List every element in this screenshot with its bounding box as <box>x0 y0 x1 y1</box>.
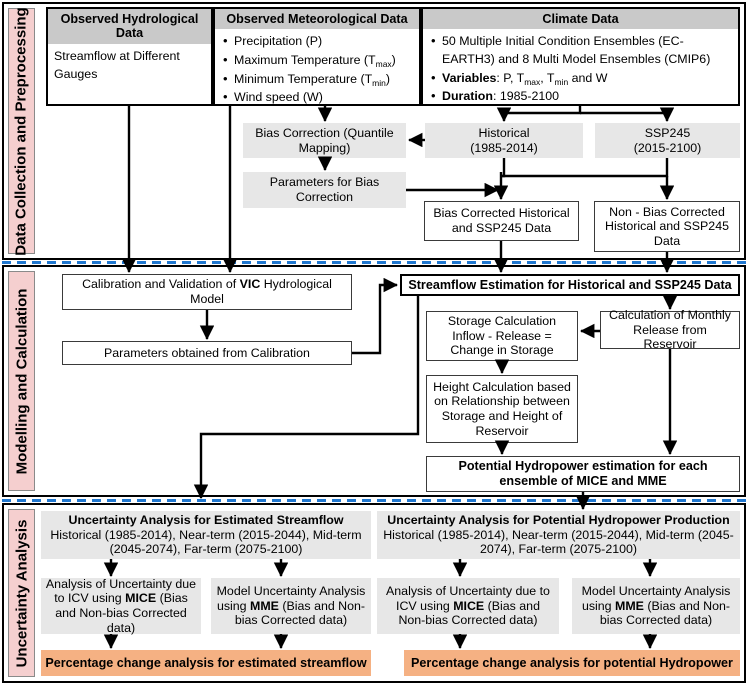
card-body-meteorological: Precipitation (P) Maximum Temperature (T… <box>215 29 419 111</box>
mme-hydropower-post: (Bias and Non-bias Corrected data) <box>599 598 731 628</box>
node-uncertainty-streamflow-header: Uncertainty Analysis for Estimated Strea… <box>41 511 371 559</box>
icv-mice-hydropower-pre: Analysis of Uncertainty due to ICV using <box>386 584 550 613</box>
uncertainty-hydropower-sub: Historical (1985-2014), Near-term (2015-… <box>383 527 734 557</box>
node-parameters-from-calibration: Parameters obtained from Calibration <box>62 341 352 365</box>
mme-streamflow-pre: Model Uncertainty Analysis using <box>216 584 366 613</box>
node-streamflow-estimation: Streamflow Estimation for Historical and… <box>400 274 740 296</box>
band-label-data-collection: Data Collection and Preprocessing <box>13 6 30 256</box>
mme-hydropower-bold: MME <box>615 598 644 613</box>
meteo-item-precipitation: Precipitation (P) <box>223 32 413 51</box>
calibration-text-pre: Calibration and Validation of <box>82 277 240 292</box>
node-non-bias-corrected-data: Non - Bias Corrected Historical and SSP2… <box>594 201 740 252</box>
card-climate-data: Climate Data 50 Multiple Initial Conditi… <box>421 7 740 106</box>
meteo-item-tmax: Maximum Temperature (Tmax) <box>223 51 413 70</box>
node-bias-corrected-data: Bias Corrected Historical and SSP245 Dat… <box>424 201 579 241</box>
band-data-collection: Data Collection and Preprocessing <box>8 6 35 256</box>
node-height-calculation: Height Calculation based on Relationship… <box>426 375 578 443</box>
band-modelling: Modelling and Calculation <box>8 271 35 491</box>
icv-mice-streamflow-pre: Analysis of Uncertainty due to ICV using <box>45 576 197 606</box>
historical-line2: (1985-2014) <box>470 140 538 155</box>
card-body-hydrological: Streamflow at Different Gauges <box>54 48 180 81</box>
card-body-climate: 50 Multiple Initial Condition Ensembles … <box>423 29 738 110</box>
band-label-modelling: Modelling and Calculation <box>13 288 30 474</box>
band-label-uncertainty: Uncertainty Analysis <box>13 519 30 667</box>
mme-streamflow-post: (Bias and Non-bias Corrected data) <box>234 598 366 628</box>
node-storage-calculation: Storage Calculation Inflow - Release = C… <box>426 311 578 361</box>
icv-mice-hydropower-bold: MICE <box>453 598 485 613</box>
mme-streamflow-bold: MME <box>250 598 279 613</box>
card-observed-meteorological-data: Observed Meteorological Data Precipitati… <box>213 7 421 106</box>
section-frame-uncertainty <box>2 503 746 683</box>
uncertainty-hydropower-title: Uncertainty Analysis for Potential Hydro… <box>387 513 730 528</box>
node-potential-hydropower-estimation: Potential Hydropower estimation for each… <box>426 456 740 492</box>
node-bias-correction: Bias Correction (Quantile Mapping) <box>243 123 406 158</box>
card-title-hydrological: Observed Hydrological Data <box>48 9 211 44</box>
ssp245-line2: (2015-2100) <box>633 140 702 155</box>
climate-item-duration: Duration: 1985-2100 <box>431 87 732 106</box>
node-ssp245: SSP245 (2015-2100) <box>595 123 740 158</box>
climate-item-variables: Variables: P, Tmax, Tmin and W <box>431 69 732 88</box>
card-title-climate: Climate Data <box>423 9 738 30</box>
band-uncertainty: Uncertainty Analysis <box>8 509 35 677</box>
card-observed-hydrological-data: Observed Hydrological Data Streamflow at… <box>46 7 213 106</box>
meteo-item-tmin: Minimum Temperature (Tmin) <box>223 70 413 89</box>
node-calibration-validation-vic: Calibration and Validation of VIC Hydrol… <box>62 274 352 310</box>
calibration-text-vic: VIC <box>239 277 261 292</box>
node-parameters-for-bias-correction: Parameters for Bias Correction <box>243 172 406 208</box>
node-result-streamflow: Percentage change analysis for estimated… <box>41 650 371 676</box>
icv-mice-hydropower-post: (Bias and Non-bias Corrected data) <box>398 598 540 628</box>
ssp245-line1: SSP245 <box>644 125 691 140</box>
node-mme-streamflow: Model Uncertainty Analysis using MME (Bi… <box>211 578 371 634</box>
node-icv-mice-streamflow: Analysis of Uncertainty due to ICV using… <box>41 576 201 635</box>
meteo-item-wind: Wind speed (W) <box>223 88 413 107</box>
section-frame-data-collection <box>2 2 746 260</box>
mme-hydropower-pre: Model Uncertainty Analysis using <box>581 584 731 613</box>
node-monthly-release: Calculation of Monthly Release from Rese… <box>600 308 740 351</box>
node-result-hydropower: Percentage change analysis for potential… <box>404 650 740 676</box>
climate-item-ensembles: 50 Multiple Initial Condition Ensembles … <box>431 32 732 68</box>
uncertainty-streamflow-sub: Historical (1985-2014), Near-term (2015-… <box>50 527 362 557</box>
node-icv-mice-hydropower: Analysis of Uncertainty due to ICV using… <box>377 578 559 634</box>
node-historical: Historical (1985-2014) <box>425 123 583 158</box>
node-mme-hydropower: Model Uncertainty Analysis using MME (Bi… <box>572 578 740 634</box>
icv-mice-streamflow-post: (Bias and Non-bias Corrected data) <box>55 591 188 635</box>
card-title-meteorological: Observed Meteorological Data <box>215 9 419 30</box>
historical-line1: Historical <box>478 125 530 140</box>
node-uncertainty-hydropower-header: Uncertainty Analysis for Potential Hydro… <box>377 511 740 559</box>
icv-mice-streamflow-bold: MICE <box>125 591 157 606</box>
uncertainty-streamflow-title: Uncertainty Analysis for Estimated Strea… <box>68 513 344 528</box>
